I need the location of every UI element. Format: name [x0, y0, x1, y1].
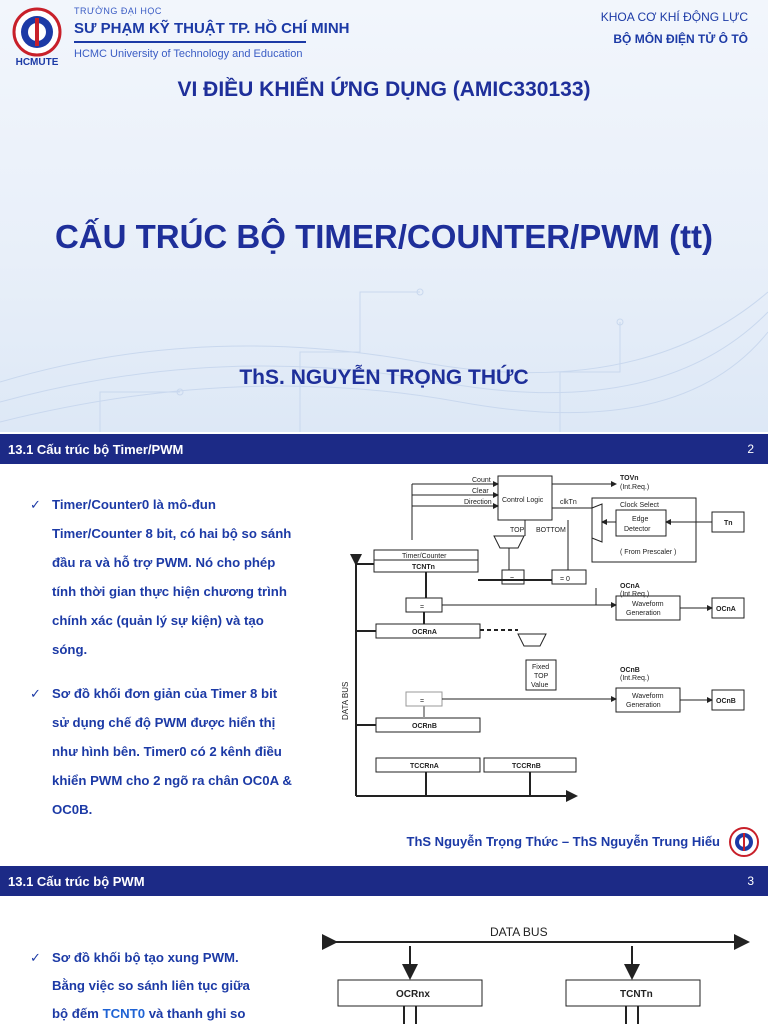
title-slide: HCMUTE TRƯỜNG ĐẠI HỌC SƯ PHẠM KỸ THUẬT T…: [0, 0, 768, 432]
label: =: [420, 604, 424, 611]
label: Generation: [626, 610, 661, 617]
label: TCCRnA: [410, 763, 439, 770]
label: (Int.Req.): [620, 591, 649, 598]
course-title: VI ĐIỀU KHIỂN ỨNG DỤNG (AMIC330133): [177, 78, 591, 101]
bullet-line: OC0B.: [52, 802, 93, 817]
label: (Int.Req.): [620, 484, 649, 491]
timer-block-diagram: Count Clear Direction Control Logic clkT…: [341, 475, 745, 802]
ocrnx-register-block: [337, 979, 483, 1007]
bullet-line: bộ đếm TCNT0 và thanh ghi so: [52, 1006, 246, 1021]
slide-title: CẤU TRÚC BỘ TIMER/COUNTER/PWM (tt): [54, 218, 714, 255]
bullet-line: như hình bên. Timer0 có 2 kênh điều: [52, 744, 282, 759]
label: OCnA: [716, 606, 736, 613]
logo-text: HCMUTE: [16, 57, 59, 68]
label: =: [510, 576, 514, 583]
label: Detector: [624, 526, 651, 533]
ocnb-pin-block: [711, 689, 745, 711]
decorative-background-lines: [0, 288, 768, 432]
bullet-line: sóng.: [52, 642, 88, 657]
pwm-block-diagram: DATA BUS OCRnx TCNTn: [322, 925, 750, 1024]
slide-number: 3: [747, 874, 754, 888]
fixed-top-block: [525, 659, 557, 691]
label: OCnA: [620, 583, 640, 590]
label: Timer/Counter: [402, 553, 447, 560]
university-label: TRƯỜNG ĐẠI HỌC: [74, 6, 162, 16]
label: BOTTOM: [536, 527, 566, 534]
bullet-item: ✓ Sơ đồ khối bộ tạo xung PWM. Bằng việc …: [30, 944, 310, 1024]
bullet-line: Timer/Counter 8 bit, có hai bộ so sánh: [52, 526, 292, 541]
label: Fixed: [532, 664, 549, 671]
bullet-line: chính xác (quản lý sự kiện) và tạo: [52, 613, 264, 628]
tcntn-label: TCNTn: [620, 989, 653, 1000]
ocrnx-label: OCRnx: [396, 989, 430, 1000]
label: TOP: [534, 673, 549, 680]
label: TOP: [510, 527, 525, 534]
label: DATA BUS: [341, 682, 350, 720]
label: Edge: [632, 516, 648, 523]
university-name-english: HCMC University of Technology and Educat…: [74, 48, 303, 60]
timer-structure-slide: 13.1 Cấu trúc bộ Timer/PWM 2 ✓ Timer/Cou…: [0, 434, 768, 864]
bullet-line: sử dụng chế độ PWM được hiển thị: [52, 715, 276, 730]
label: Count: [472, 477, 491, 484]
faculty-name: KHOA CƠ KHÍ ĐỘNG LỰC: [600, 10, 748, 24]
tccra-register-block: [375, 757, 481, 773]
label: OCnB: [716, 698, 736, 705]
university-logo: HCMUTE: [12, 7, 62, 68]
bullet-item: ✓ Timer/Counter0 là mô-đun Timer/Counter…: [30, 490, 315, 664]
bullet-line: tính thời gian thực hiện chương trình: [52, 584, 287, 599]
label: TCNTn: [412, 564, 435, 571]
bullet-line: Bằng việc so sánh liên tục giữa: [52, 978, 250, 993]
highlight-term: TCNT0: [102, 1006, 146, 1021]
label: clkTn: [560, 499, 577, 506]
university-logo-small: [729, 827, 759, 857]
label: (Int.Req.): [620, 675, 649, 682]
label: =: [420, 698, 424, 705]
slide-header-title: 13.1 Cấu trúc bộ Timer/PWM: [8, 442, 184, 457]
label: OCnB: [620, 667, 640, 674]
department-name: BỘ MÔN ĐIỆN TỬ Ô TÔ: [613, 32, 748, 46]
bullet-line: đầu ra và hỗ trợ PWM. Nó cho phép: [52, 555, 276, 570]
compare-top-block: [501, 569, 525, 585]
ocna-pin-block: [711, 597, 745, 619]
check-icon: ✓: [30, 497, 41, 512]
label: Clock Select: [620, 502, 659, 509]
label: Waveform: [632, 601, 664, 608]
label: OCRnB: [412, 723, 437, 730]
university-name: SƯ PHẠM KỸ THUẬT TP. HỒ CHÍ MINH: [74, 20, 350, 37]
bullet-line: Sơ đồ khối đơn giản của Timer 8 bit: [52, 686, 278, 701]
label: Clear: [472, 488, 489, 495]
label: Direction: [464, 499, 492, 506]
slide-footer: ThS Nguyễn Trọng Thức – ThS Nguyễn Trung…: [406, 834, 720, 849]
slide-number: 2: [747, 442, 754, 456]
label: Value: [531, 682, 548, 689]
label: OCRnA: [412, 629, 437, 636]
label: = 0: [560, 576, 570, 583]
label: Waveform: [632, 693, 664, 700]
label: ( From Prescaler ): [620, 549, 676, 556]
pwm-structure-slide: 13.1 Cấu trúc bộ PWM 3 ✓ Sơ đồ khối bộ t…: [0, 866, 768, 1024]
slide-header-title: 13.1 Cấu trúc bộ PWM: [8, 874, 145, 889]
label: TCCRnB: [512, 763, 541, 770]
slide-body-text: ✓ Timer/Counter0 là mô-đun Timer/Counter…: [30, 490, 315, 824]
divider: [74, 41, 306, 43]
label: TOVn: [620, 475, 639, 482]
label: Control Logic: [502, 497, 544, 504]
slide-body-text: ✓ Sơ đồ khối bộ tạo xung PWM. Bằng việc …: [30, 944, 310, 1024]
label: Generation: [626, 702, 661, 709]
bullet-line: Timer/Counter0 là mô-đun: [52, 497, 216, 512]
check-icon: ✓: [30, 686, 41, 701]
author-name: ThS. NGUYỄN TRỌNG THỨC: [239, 366, 529, 389]
tcntn-register-block: [565, 979, 701, 1007]
bullet-item: ✓ Sơ đồ khối đơn giản của Timer 8 bit sử…: [30, 679, 315, 824]
check-icon: ✓: [30, 950, 41, 965]
bullet-line: khiển PWM cho 2 ngõ ra chân OC0A &: [52, 773, 292, 788]
compare-zero-block: [551, 569, 587, 585]
label: Tn: [724, 520, 733, 527]
slide-header-bar: 13.1 Cấu trúc bộ PWM 3: [0, 866, 768, 896]
data-bus-label: DATA BUS: [490, 925, 548, 939]
slide-header-bar: 13.1 Cấu trúc bộ Timer/PWM 2: [0, 434, 768, 464]
bullet-line: Sơ đồ khối bộ tạo xung PWM.: [52, 950, 239, 965]
